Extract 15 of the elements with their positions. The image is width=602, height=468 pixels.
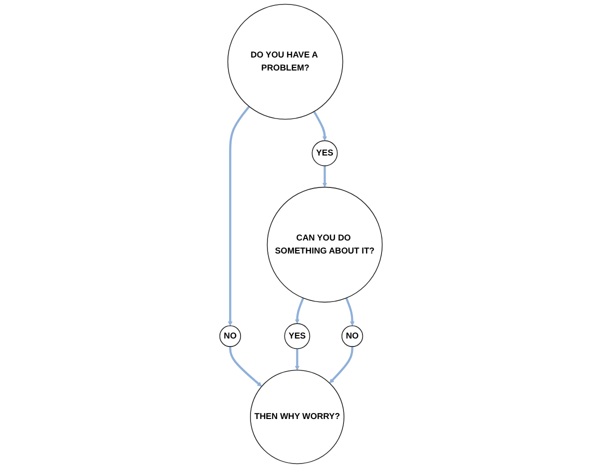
arrow xyxy=(345,298,355,326)
arrow xyxy=(322,166,328,188)
node-circle: DO YOU HAVE A PROBLEM? xyxy=(227,4,344,120)
node-circle: THEN WHY WORRY? xyxy=(250,370,344,464)
arrow xyxy=(313,111,328,141)
arrow xyxy=(294,298,304,324)
arrow xyxy=(229,346,262,387)
arrow xyxy=(294,348,300,370)
node-circle: YES xyxy=(284,323,310,350)
node-circle: NO xyxy=(219,325,242,347)
arrow xyxy=(228,106,250,326)
node-circle: CAN YOU DO SOMETHING ABOUT IT? xyxy=(266,186,383,303)
node-circle: YES xyxy=(312,140,338,166)
arrow xyxy=(329,346,354,384)
node-circle: NO xyxy=(341,325,364,347)
